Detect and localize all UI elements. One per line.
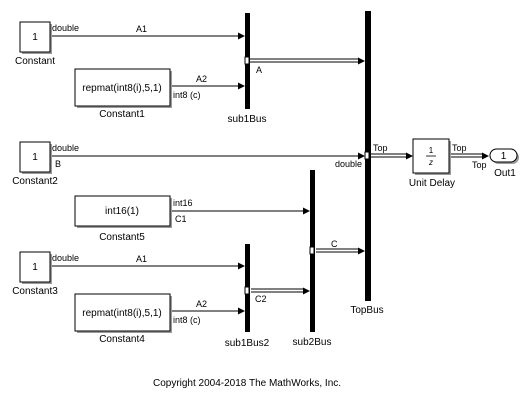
sub2bus-name: sub2Bus — [293, 337, 332, 348]
arrowhead — [358, 57, 365, 65]
constant5-block[interactable]: int16(1) — [74, 195, 172, 228]
sub1bus2-name: sub1Bus2 — [225, 338, 270, 349]
sub1bus-block[interactable] — [244, 13, 250, 109]
topbus-name: TopBus — [350, 305, 383, 316]
signal-label-c1: C1 — [175, 214, 187, 224]
constant3-out-type: double — [52, 253, 79, 263]
constant4-value: repmat(int8(i),5,1) — [82, 308, 161, 319]
signal-label-a: A — [256, 65, 262, 75]
constant2-out-type: double — [52, 143, 79, 153]
signal-label-c2: C2 — [255, 294, 267, 304]
constant1-name: Constant1 — [99, 109, 145, 120]
arrowhead — [238, 32, 245, 40]
out1-name: Out1 — [494, 168, 516, 179]
arrowhead — [238, 82, 245, 90]
signal-label-top-out: Top — [452, 143, 467, 153]
unit-delay-denominator: z — [428, 158, 433, 167]
sub2bus-block[interactable] — [309, 170, 315, 332]
constant-block[interactable]: 1 — [19, 21, 52, 54]
arrowhead — [303, 207, 310, 215]
constant4-name: Constant4 — [99, 334, 145, 345]
constant2-block[interactable]: 1 — [19, 141, 52, 174]
sub1bus2-block[interactable] — [244, 244, 250, 332]
constant2-value: 1 — [32, 152, 38, 163]
unit-delay-name: Unit Delay — [409, 178, 455, 189]
constant1-block[interactable]: repmat(int8(i),5,1) — [74, 68, 172, 108]
signal-label-a2-2: A2 — [196, 299, 207, 309]
constant2-name: Constant2 — [12, 176, 58, 187]
constant4-block[interactable]: repmat(int8(i),5,1) — [74, 293, 172, 333]
topbus-b-type: double — [335, 159, 362, 169]
constant5-name: Constant5 — [99, 232, 145, 243]
copyright-text: Copyright 2004-2018 The MathWorks, Inc. — [153, 378, 341, 389]
constant5-value: int16(1) — [105, 206, 139, 217]
unit-delay-out-type: Top — [472, 160, 487, 170]
constant1-value: repmat(int8(i),5,1) — [82, 83, 161, 94]
constant1-out-type: int8 (c) — [173, 90, 201, 100]
arrowhead — [406, 152, 413, 160]
constant5-out-type: int16 — [173, 198, 193, 208]
signal-label-a1: A1 — [136, 24, 147, 34]
signal-label-top: Top — [373, 143, 388, 153]
constant-value: 1 — [32, 32, 38, 43]
signal-label-a2: A2 — [196, 74, 207, 84]
arrowhead — [303, 287, 310, 295]
signal-label-b: B — [55, 159, 61, 169]
arrowhead — [238, 262, 245, 270]
unit-delay-numerator: 1 — [429, 146, 434, 155]
constant4-out-type: int8 (c) — [173, 315, 201, 325]
arrowhead — [358, 152, 365, 160]
topbus-block[interactable] — [364, 11, 371, 301]
constant3-value: 1 — [32, 262, 38, 273]
arrowhead — [358, 247, 365, 255]
sub1bus-name: sub1Bus — [228, 114, 267, 125]
constant3-name: Constant3 — [12, 286, 58, 297]
out1-port-number: 1 — [501, 151, 507, 162]
unit-delay-block[interactable]: 1 z — [412, 138, 451, 175]
constant-name: Constant — [15, 56, 55, 67]
constant3-block[interactable]: 1 — [19, 251, 52, 284]
signal-label-c: C — [331, 239, 338, 249]
arrowhead — [238, 307, 245, 315]
out1-port[interactable]: 1 — [489, 148, 519, 164]
arrowhead — [482, 152, 489, 160]
constant-out-type: double — [52, 23, 79, 33]
signal-label-a1-2: A1 — [136, 254, 147, 264]
